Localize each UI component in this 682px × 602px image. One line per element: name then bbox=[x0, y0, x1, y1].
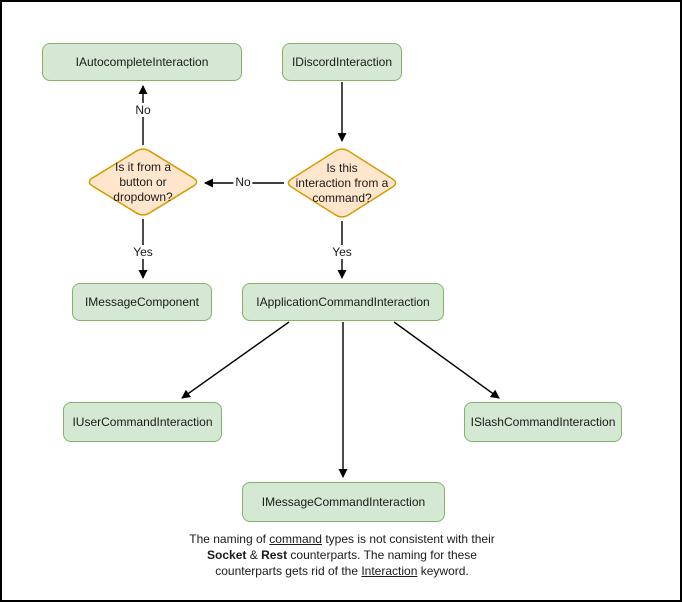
node-label: IAutocompleteInteraction bbox=[75, 55, 209, 69]
node-application-command-interaction: IApplicationCommandInteraction bbox=[242, 283, 444, 321]
node-message-component: IMessageComponent bbox=[72, 283, 212, 321]
diamond-shape bbox=[287, 148, 397, 218]
note-line: counterparts gets rid of the Interaction… bbox=[215, 564, 469, 578]
note-line: The naming of command types is not consi… bbox=[189, 532, 495, 546]
edge-label-yes: Yes bbox=[330, 245, 354, 259]
node-label: IDiscordInteraction bbox=[291, 55, 393, 69]
node-label: ISlashCommandInteraction bbox=[470, 415, 616, 429]
decision-label: Is this interaction from a command? bbox=[295, 160, 389, 205]
node-label: IMessageComponent bbox=[84, 295, 200, 309]
node-user-command-interaction: IUserCommandInteraction bbox=[63, 402, 222, 442]
edge-label-no: No bbox=[133, 103, 153, 117]
node-label: IMessageCommandInteraction bbox=[261, 495, 426, 509]
node-label: IUserCommandInteraction bbox=[72, 415, 213, 429]
node-label: IApplicationCommandInteraction bbox=[256, 295, 430, 309]
node-autocomplete-interaction: IAutocompleteInteraction bbox=[42, 43, 242, 81]
note-line: Socket & Rest counterparts. The naming f… bbox=[207, 548, 477, 562]
decision-label: Is it from a button or dropdown? bbox=[113, 159, 173, 204]
node-discord-interaction: IDiscordInteraction bbox=[282, 43, 402, 81]
note-text: The naming of command types is not consi… bbox=[122, 531, 562, 579]
decision-from-command: Is this interaction from a command? bbox=[284, 146, 400, 220]
decision-button-or-dropdown: Is it from a button or dropdown? bbox=[85, 146, 201, 218]
diamond-shape bbox=[88, 148, 198, 216]
connector-application-to-slash-command bbox=[393, 321, 500, 399]
connector-application-to-user-command bbox=[181, 321, 290, 399]
edge-label-yes: Yes bbox=[131, 245, 155, 259]
node-message-command-interaction: IMessageCommandInteraction bbox=[242, 482, 445, 522]
edge-label-no: No bbox=[233, 175, 253, 189]
node-slash-command-interaction: ISlashCommandInteraction bbox=[464, 402, 622, 442]
